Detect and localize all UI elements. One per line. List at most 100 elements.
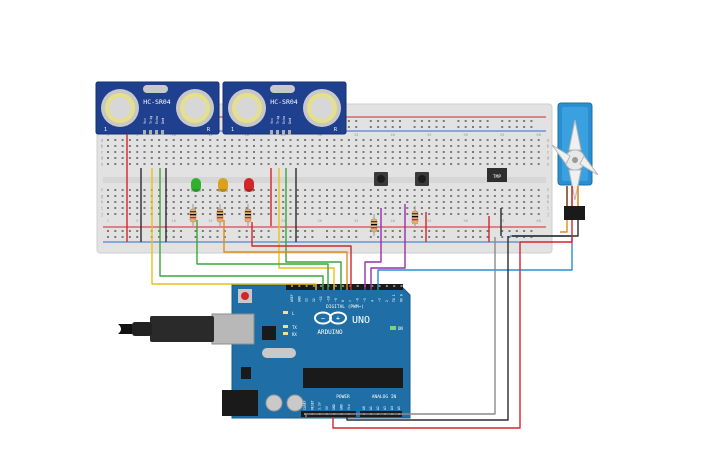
rail-hole[interactable] [472, 236, 474, 238]
rail-hole[interactable] [413, 126, 416, 128]
breadboard-hole[interactable] [391, 163, 394, 165]
breadboard-hole[interactable] [158, 151, 161, 153]
breadboard-hole[interactable] [479, 213, 482, 215]
breadboard-hole[interactable] [143, 201, 146, 203]
breadboard-hole[interactable] [114, 189, 117, 191]
breadboard-hole[interactable] [121, 151, 124, 153]
rail-hole[interactable] [311, 236, 314, 238]
breadboard-hole[interactable] [253, 213, 255, 215]
power-jack[interactable] [222, 390, 258, 416]
breadboard-hole[interactable] [209, 213, 212, 215]
rail-hole[interactable] [377, 230, 380, 232]
rail-hole[interactable] [136, 236, 139, 238]
breadboard-hole[interactable] [165, 157, 168, 159]
breadboard-hole[interactable] [238, 189, 241, 191]
breadboard-hole[interactable] [501, 145, 504, 147]
rail-hole[interactable] [428, 126, 431, 128]
breadboard-hole[interactable] [493, 151, 496, 153]
breadboard-hole[interactable] [143, 195, 146, 197]
breadboard-hole[interactable] [428, 189, 431, 191]
breadboard-hole[interactable] [260, 157, 263, 159]
breadboard-hole[interactable] [333, 213, 336, 215]
rail-hole[interactable] [121, 236, 124, 238]
breadboard-hole[interactable] [457, 163, 460, 165]
resistor-1[interactable] [189, 204, 197, 226]
breadboard-hole[interactable] [340, 157, 343, 159]
breadboard-hole[interactable] [289, 139, 292, 141]
breadboard-hole[interactable] [537, 201, 540, 203]
breadboard-hole[interactable] [508, 195, 511, 197]
breadboard-hole[interactable] [143, 189, 146, 191]
breadboard-hole[interactable] [486, 151, 489, 153]
breadboard-hole[interactable] [326, 213, 328, 215]
breadboard-hole[interactable] [464, 145, 467, 147]
breadboard-hole[interactable] [493, 213, 496, 215]
breadboard-hole[interactable] [187, 139, 190, 141]
breadboard-hole[interactable] [238, 195, 241, 197]
breadboard-hole[interactable] [464, 201, 467, 203]
rail-hole[interactable] [428, 120, 431, 122]
breadboard-hole[interactable] [369, 207, 372, 209]
breadboard-hole[interactable] [515, 213, 518, 215]
breadboard-hole[interactable] [245, 195, 248, 197]
breadboard-hole[interactable] [347, 195, 350, 197]
rail-hole[interactable] [377, 126, 380, 128]
breadboard-hole[interactable] [391, 213, 394, 215]
breadboard-hole[interactable] [464, 157, 467, 159]
breadboard-hole[interactable] [260, 145, 263, 147]
breadboard-hole[interactable] [289, 207, 292, 209]
breadboard-hole[interactable] [493, 139, 496, 141]
breadboard-hole[interactable] [136, 139, 139, 141]
breadboard-hole[interactable] [274, 207, 277, 209]
rail-hole[interactable] [172, 230, 175, 232]
led-red[interactable] [244, 178, 254, 192]
breadboard-hole[interactable] [399, 151, 401, 153]
breadboard-hole[interactable] [340, 207, 343, 209]
breadboard-hole[interactable] [347, 145, 350, 147]
breadboard-hole[interactable] [260, 139, 263, 141]
breadboard-hole[interactable] [150, 157, 153, 159]
breadboard-hole[interactable] [311, 139, 314, 141]
breadboard-hole[interactable] [362, 145, 365, 147]
breadboard-hole[interactable] [223, 157, 226, 159]
breadboard-hole[interactable] [304, 195, 307, 197]
rail-hole[interactable] [457, 120, 460, 122]
breadboard-hole[interactable] [501, 163, 504, 165]
rail-hole[interactable] [399, 126, 401, 128]
breadboard-hole[interactable] [530, 151, 533, 153]
rail-hole[interactable] [347, 236, 350, 238]
breadboard-hole[interactable] [172, 201, 175, 203]
breadboard-hole[interactable] [486, 189, 489, 191]
breadboard-hole[interactable] [362, 157, 365, 159]
breadboard-hole[interactable] [362, 207, 365, 209]
rail-hole[interactable] [413, 236, 416, 238]
breadboard-hole[interactable] [384, 157, 387, 159]
breadboard-hole[interactable] [282, 207, 285, 209]
rail-hole[interactable] [121, 230, 124, 232]
breadboard-hole[interactable] [209, 163, 212, 165]
rail-hole[interactable] [201, 236, 204, 238]
breadboard-hole[interactable] [267, 151, 270, 153]
breadboard-hole[interactable] [515, 139, 518, 141]
breadboard-hole[interactable] [136, 189, 139, 191]
rail-hole[interactable] [523, 236, 526, 238]
breadboard-hole[interactable] [472, 151, 474, 153]
breadboard-hole[interactable] [114, 213, 117, 215]
breadboard-hole[interactable] [406, 139, 409, 141]
breadboard-hole[interactable] [180, 207, 182, 209]
rail-hole[interactable] [209, 236, 212, 238]
breadboard-hole[interactable] [384, 145, 387, 147]
rail-hole[interactable] [508, 120, 511, 122]
breadboard-hole[interactable] [209, 195, 212, 197]
breadboard-hole[interactable] [107, 151, 109, 153]
breadboard-hole[interactable] [194, 151, 197, 153]
breadboard-hole[interactable] [274, 163, 277, 165]
breadboard-hole[interactable] [165, 151, 168, 153]
breadboard-hole[interactable] [515, 145, 518, 147]
breadboard-hole[interactable] [172, 145, 175, 147]
breadboard-hole[interactable] [413, 139, 416, 141]
breadboard-hole[interactable] [296, 139, 299, 141]
wire-black[interactable] [512, 220, 579, 237]
breadboard-hole[interactable] [114, 145, 117, 147]
